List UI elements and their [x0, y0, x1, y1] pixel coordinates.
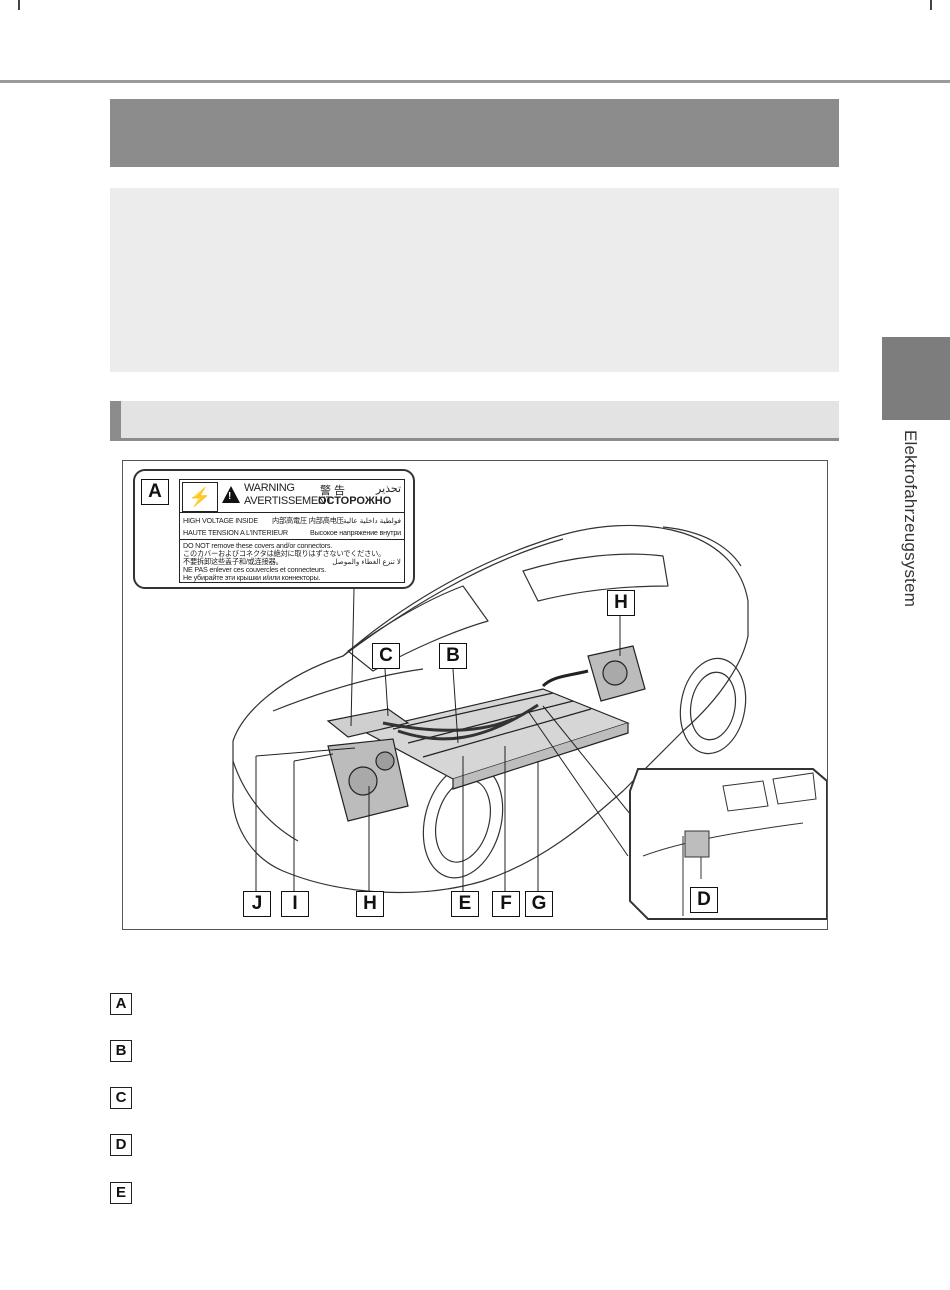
front-bumper [232, 760, 299, 842]
callout-j: J [243, 891, 271, 917]
hv-en: HIGH VOLTAGE INSIDE [183, 516, 259, 525]
callout-a: A [141, 479, 169, 505]
rear-wheel [679, 657, 747, 755]
callout-c: C [372, 643, 400, 669]
hv-cable-front [382, 717, 514, 732]
line-zh: 不要拆卸这些盖子和/或连接器。 [183, 557, 283, 566]
rear-cable [541, 669, 589, 688]
callout-d: D [690, 887, 718, 913]
warning-ja: 警 告 [320, 485, 346, 497]
title-band [110, 99, 839, 167]
hv-cable-main [397, 703, 539, 741]
legend-row-e: E [110, 1182, 132, 1204]
header-rule [0, 80, 950, 83]
legend-key-e: E [110, 1182, 132, 1204]
exclamation-icon: ! [228, 491, 232, 502]
line-fr: NE PAS enlever ces couvercles et connect… [183, 565, 327, 574]
callout-h-rear: H [607, 590, 635, 616]
windshield [347, 585, 489, 672]
callout-h-front: H [356, 891, 384, 917]
callout-g: G [525, 891, 553, 917]
spoiler [662, 526, 742, 567]
section-accent [110, 401, 121, 438]
vehicle-high-voltage-figure: A ⚡ ! WARNING AVERTISSEMENT 警 告 تحذير ОС… [122, 460, 828, 930]
hv-ru: Высокое напряжение внутри [310, 528, 401, 537]
charge-port-inset [629, 768, 827, 920]
warning-divider [180, 539, 404, 540]
warning-triangle-icon [222, 486, 240, 503]
hv-ar: فولطية داخلية عالية [343, 516, 401, 525]
legend-key-c: C [110, 1087, 132, 1109]
callout-e: E [451, 891, 479, 917]
line-ja: このカバーおよびコネクタは絶対に取りはずさないでください。 [183, 549, 386, 558]
lightning-bolt-icon: ⚡ [182, 482, 218, 512]
car-body-outline [232, 524, 749, 894]
crop-mark-right [930, 0, 932, 10]
hv-ja: 内部高電圧 内部高电压 [272, 516, 344, 525]
warning-fr: AVERTISSEMENT [244, 495, 332, 507]
warning-en: WARNING [244, 482, 295, 494]
warning-label-panel: A ⚡ ! WARNING AVERTISSEMENT 警 告 تحذير ОС… [133, 469, 415, 589]
vehicle-illustration [232, 524, 827, 920]
legend-key-a: A [110, 993, 132, 1015]
callout-f: F [492, 891, 520, 917]
warning-header: ⚡ ! WARNING AVERTISSEMENT 警 告 تحذير ОСТО… [180, 480, 404, 513]
chapter-tab[interactable] [882, 337, 950, 420]
warning-ru: ОСТОРОЖНО [318, 495, 392, 507]
callout-b: B [439, 643, 467, 669]
line-en: DO NOT remove these covers and/or connec… [183, 541, 333, 550]
hood-line [272, 668, 424, 712]
legend-row-a: A [110, 993, 132, 1015]
legend-key-d: D [110, 1134, 132, 1156]
hv-fr: HAUTE TENSION A L'INTERIEUR [183, 528, 288, 537]
legend-key-b: B [110, 1040, 132, 1062]
legend-row-b: B [110, 1040, 132, 1062]
rear-wheel-inner [689, 671, 737, 741]
section-heading-bar [110, 401, 839, 441]
high-voltage-warning-label: ⚡ ! WARNING AVERTISSEMENT 警 告 تحذير ОСТО… [179, 479, 405, 583]
side-window [522, 553, 669, 602]
crop-mark-left [18, 0, 20, 10]
legend-row-c: C [110, 1087, 132, 1109]
line-ar: لا تنزع الغطاء والموصل [332, 557, 401, 566]
line-ru: Не убирайте эти крышки и/или коннекторы. [183, 573, 321, 582]
info-box [110, 188, 839, 372]
roof-line [342, 538, 564, 657]
charge-port [684, 830, 710, 858]
warning-ar: تحذير [376, 483, 402, 495]
legend-row-d: D [110, 1134, 132, 1156]
chapter-tab-label: Elektrofahrzeugsystem [901, 430, 920, 608]
callout-i: I [281, 891, 309, 917]
